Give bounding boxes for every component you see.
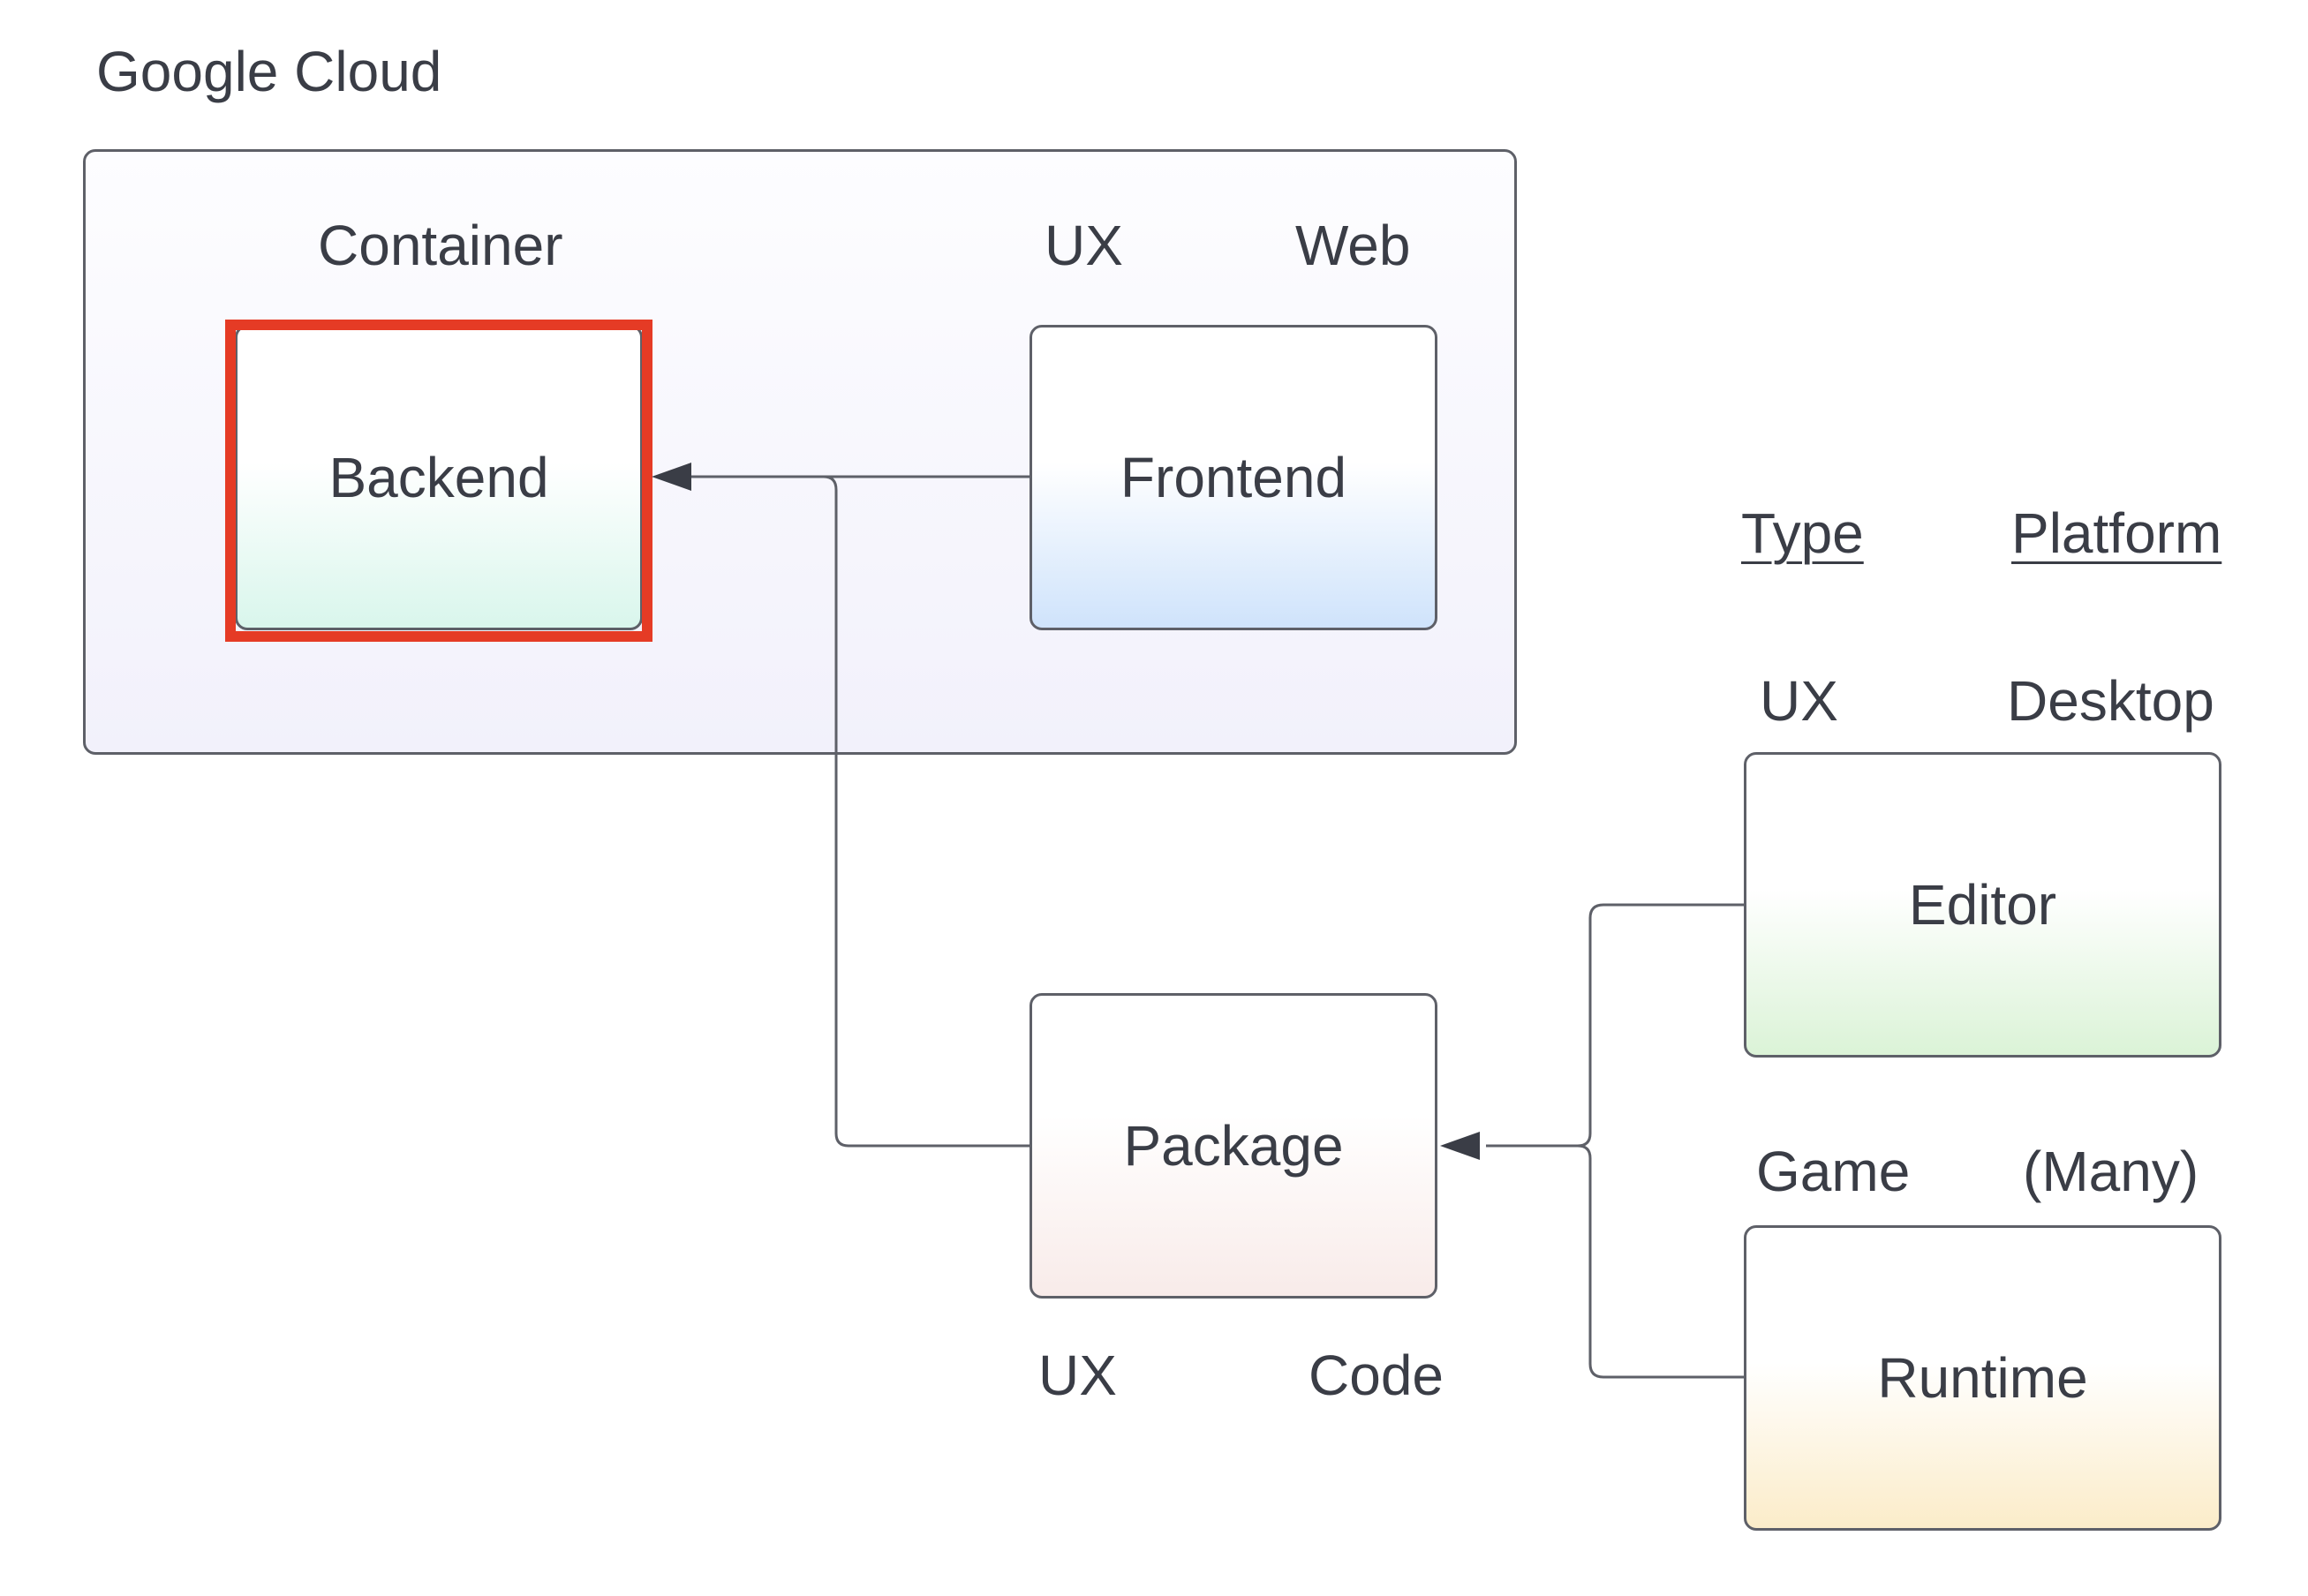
- arrowhead-package-icon: [1440, 1132, 1480, 1160]
- legend-platform-heading: Platform: [2011, 501, 2222, 565]
- backend-node[interactable]: Backend: [235, 325, 643, 630]
- editor-node-label: Editor: [1908, 873, 2057, 937]
- frontend-type-label: UX: [1045, 214, 1123, 277]
- runtime-node-label: Runtime: [1877, 1346, 2088, 1410]
- arrowhead-backend-icon: [652, 463, 691, 491]
- container-label: Container: [318, 214, 563, 277]
- frontend-node[interactable]: Frontend: [1030, 325, 1437, 630]
- connector-runtime-to-package: [1486, 1144, 1744, 1379]
- package-node-label: Package: [1123, 1114, 1344, 1178]
- frontend-node-label: Frontend: [1120, 446, 1347, 509]
- package-node[interactable]: Package: [1030, 993, 1437, 1299]
- connector-editor-to-package: [1486, 903, 1744, 1148]
- editor-type-label: UX: [1760, 669, 1838, 733]
- frontend-platform-label: Web: [1295, 214, 1411, 277]
- connector-package-to-backend: [691, 475, 1030, 1148]
- selection-highlight: [225, 320, 652, 642]
- editor-platform-label: Desktop: [2007, 669, 2214, 733]
- cloud-title: Google Cloud: [96, 40, 442, 103]
- package-platform-label: Code: [1309, 1344, 1444, 1407]
- package-type-label: UX: [1038, 1344, 1117, 1407]
- runtime-node[interactable]: Runtime: [1744, 1225, 2221, 1531]
- editor-node[interactable]: Editor: [1744, 752, 2221, 1058]
- runtime-type-label: Game: [1756, 1140, 1911, 1203]
- runtime-platform-label: (Many): [2023, 1140, 2199, 1203]
- backend-node-label: Backend: [328, 446, 549, 509]
- legend-type-heading: Type: [1741, 501, 1864, 565]
